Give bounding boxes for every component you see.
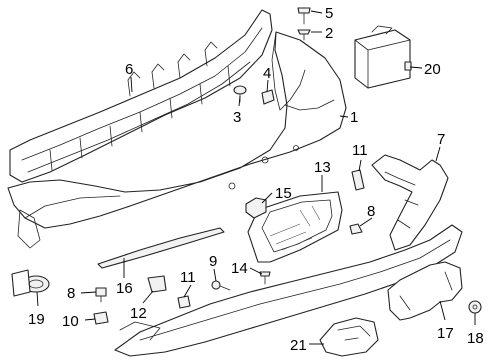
callout-3: 3 bbox=[233, 109, 241, 126]
bolt-part-left bbox=[95, 287, 107, 303]
callout-4: 4 bbox=[263, 65, 271, 82]
callout-18: 18 bbox=[467, 330, 484, 347]
callout-20: 20 bbox=[424, 61, 441, 78]
energy-absorber-part bbox=[9, 9, 273, 183]
small-bracket-part bbox=[245, 197, 267, 219]
callout-5: 5 bbox=[325, 5, 333, 22]
callout-14: 14 bbox=[231, 260, 248, 277]
clip-lower-part bbox=[177, 295, 191, 309]
clip-bracket-part bbox=[147, 275, 167, 293]
sensor-part bbox=[11, 269, 50, 297]
callout-7: 7 bbox=[437, 131, 445, 148]
push-pin-part bbox=[468, 300, 482, 314]
callout-8-left: 8 bbox=[67, 285, 75, 302]
callout-17: 17 bbox=[437, 325, 454, 342]
callout-6: 6 bbox=[125, 61, 133, 78]
screw-14-part bbox=[259, 271, 271, 285]
trim-strip-part bbox=[97, 227, 225, 269]
callout-10: 10 bbox=[62, 313, 79, 330]
screw-part bbox=[297, 7, 311, 25]
lower-valance-part bbox=[114, 224, 463, 357]
bracket-clip-part bbox=[261, 89, 275, 105]
bumper-cover-part bbox=[7, 31, 347, 249]
callout-19: 19 bbox=[28, 311, 45, 328]
callout-11-upper: 11 bbox=[352, 142, 368, 159]
leader-lines bbox=[36, 10, 476, 345]
control-module-part bbox=[354, 25, 412, 89]
side-bracket-part bbox=[371, 154, 449, 251]
callout-9: 9 bbox=[209, 253, 217, 270]
callout-16: 16 bbox=[116, 280, 133, 297]
housing-part bbox=[319, 317, 379, 357]
callout-1: 1 bbox=[350, 109, 358, 126]
nut-part bbox=[93, 311, 109, 325]
clip-part bbox=[297, 29, 311, 41]
clip-upper-part bbox=[351, 169, 365, 191]
callout-21: 21 bbox=[290, 337, 307, 354]
callout-2: 2 bbox=[325, 25, 333, 42]
callout-8-right: 8 bbox=[367, 203, 375, 220]
bracket-plate-part bbox=[387, 261, 463, 321]
screw-9-part bbox=[211, 280, 231, 291]
mounting-bracket-part bbox=[247, 191, 343, 263]
callout-11-lower: 11 bbox=[180, 269, 196, 286]
callout-12: 12 bbox=[130, 305, 147, 322]
callout-15: 15 bbox=[275, 185, 292, 202]
bolt-part-right bbox=[349, 223, 363, 235]
callout-labels: 5 2 6 4 3 20 1 11 7 13 15 8 9 14 11 16 8… bbox=[28, 5, 484, 354]
callout-13: 13 bbox=[314, 159, 331, 176]
